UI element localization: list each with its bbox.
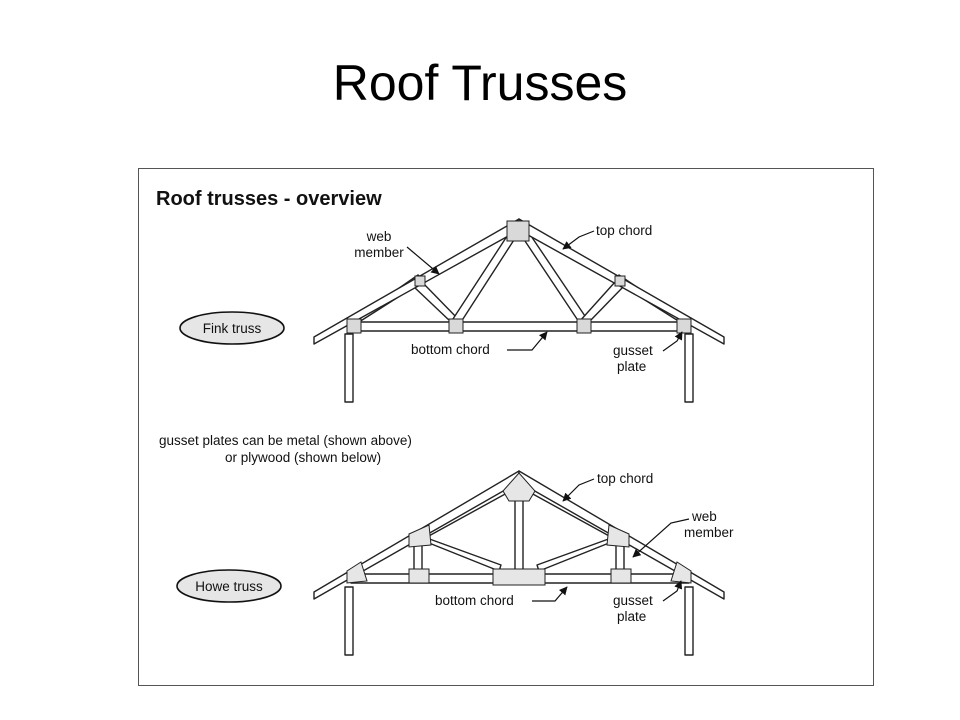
fink-truss-badge-label: Fink truss	[203, 321, 262, 336]
howe-left-wall-post	[344, 586, 354, 656]
fink-web-right-diag	[578, 281, 624, 323]
fink-gusset-plate-left-panel	[448, 318, 464, 334]
howe-plywood-gusset-center	[492, 568, 546, 586]
truss-diagram: Roof trusses - overview Fink truss web m…	[156, 188, 734, 656]
howe-web-member-label-line1: web	[691, 509, 717, 524]
fink-left-wall-post	[344, 333, 354, 403]
fink-gusset-label-line2: plate	[617, 359, 646, 374]
fink-gusset-plate-left-web	[414, 275, 426, 287]
fink-labels: Fink truss web member top chord bottom c…	[179, 223, 683, 374]
fink-truss-badge	[179, 311, 285, 345]
howe-plywood-gusset-left-upper	[408, 524, 432, 548]
fink-gusset-label-line1: gusset	[613, 343, 653, 358]
fink-web-member-label-line2: member	[354, 245, 404, 260]
gusset-note-line1: gusset plates can be metal (shown above)	[159, 433, 412, 448]
fink-gusset-leader	[662, 331, 683, 352]
fink-top-chord-label: top chord	[596, 223, 652, 238]
roof-truss-figure: Roof trusses - overview Fink truss web m…	[138, 168, 874, 686]
howe-bottom-chord-label: bottom chord	[435, 593, 514, 608]
howe-labels: Howe truss top chord web member bottom c…	[176, 471, 734, 624]
fink-gusset-plate-peak	[506, 220, 530, 242]
fink-truss	[313, 218, 725, 403]
fink-top-chord-leader	[562, 230, 595, 250]
fink-web-member-leader	[406, 246, 440, 275]
howe-truss-badge-label: Howe truss	[195, 579, 263, 594]
howe-web-member-leader	[632, 518, 690, 558]
howe-gusset-label-line1: gusset	[613, 593, 653, 608]
fink-gusset-plate-left-heel	[346, 318, 362, 334]
howe-gusset-leader	[662, 580, 683, 602]
howe-bottom-chord-leader	[532, 586, 568, 602]
fink-right-wall-post	[684, 333, 694, 403]
fink-gusset-plate-right-heel	[676, 318, 692, 334]
howe-right-wall-post	[684, 586, 694, 656]
howe-plywood-gusset-left-panel	[408, 568, 430, 584]
howe-diagonal-right-lower	[536, 536, 615, 572]
howe-plywood-gusset-right-panel	[610, 568, 632, 584]
howe-top-chord-label: top chord	[597, 471, 653, 486]
fink-web-left-diag	[412, 280, 462, 323]
fink-gusset-plate-right-web	[614, 275, 626, 287]
howe-truss	[313, 470, 725, 656]
fink-bottom-chord-label: bottom chord	[411, 342, 490, 357]
howe-top-chord-leader	[562, 478, 595, 502]
fink-bottom-chord	[350, 321, 690, 332]
fink-bottom-chord-leader	[507, 331, 548, 351]
slide-title: Roof Trusses	[332, 55, 628, 111]
howe-diagonal-left-lower	[423, 536, 502, 572]
figure-heading: Roof trusses - overview	[156, 188, 382, 210]
howe-plywood-gusset-left-heel	[346, 561, 368, 584]
howe-truss-badge	[176, 569, 282, 603]
fink-gusset-plate-right-panel	[576, 318, 592, 334]
howe-plywood-gusset-right-upper	[606, 524, 630, 548]
howe-gusset-label-line2: plate	[617, 609, 646, 624]
howe-plywood-gusset-peak	[502, 472, 536, 502]
gusset-note-line2: or plywood (shown below)	[225, 450, 381, 465]
howe-web-member-label-line2: member	[684, 525, 734, 540]
fink-web-member-label-line1: web	[366, 229, 392, 244]
